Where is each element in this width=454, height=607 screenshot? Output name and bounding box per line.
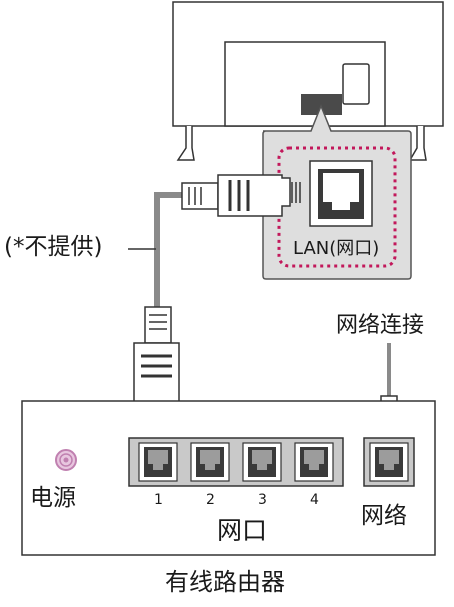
wan-port-jack: [363, 437, 415, 487]
cable-plug-tv-end: [181, 174, 301, 217]
router-port-2-jack: [190, 442, 230, 482]
port-number-4: 4: [310, 492, 319, 508]
tv-lan-port-location: [301, 94, 342, 115]
router-port-1-jack: [138, 442, 178, 482]
wan-port-label: 网络: [361, 503, 407, 529]
tv-stand-left: [176, 126, 195, 161]
wall-network-connection-label: 网络连接: [336, 313, 425, 338]
cable-plug-router-end: [133, 306, 180, 424]
port-number-1: 1: [154, 492, 163, 508]
tv-lan-port-label: LAN(网口): [293, 238, 380, 259]
router-caption: 有线路由器: [165, 568, 285, 596]
router-port-3-jack: [242, 442, 282, 482]
lan-port-callout: [262, 103, 412, 280]
port-number-2: 2: [206, 492, 215, 508]
port-number-3: 3: [258, 492, 267, 508]
cable-not-provided-note: (*不提供): [4, 234, 103, 260]
power-label: 电源: [30, 485, 76, 511]
lan-ports-group-label: 网口: [217, 516, 268, 545]
ethernet-cable: [128, 192, 182, 307]
tv-stand-right: [408, 126, 427, 161]
power-indicator-icon: [55, 449, 77, 471]
router-port-4-jack: [294, 442, 334, 482]
tv-lan-jack-icon: [309, 160, 373, 227]
tv-back-panel: [172, 1, 444, 127]
lan-port-group: [128, 437, 344, 487]
